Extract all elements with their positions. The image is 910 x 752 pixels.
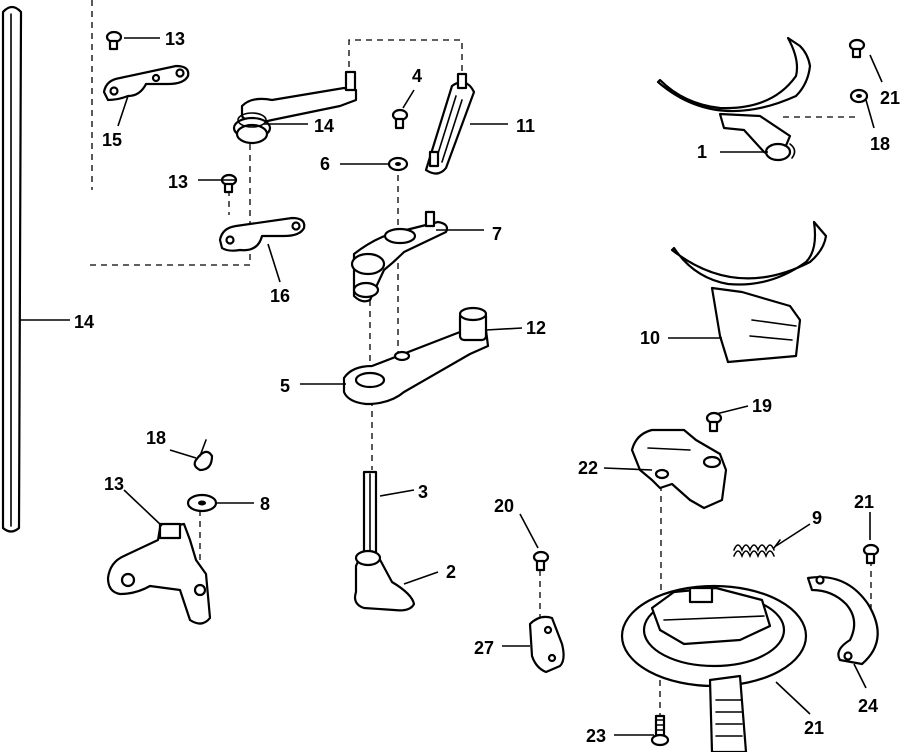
part-3-shaft (362, 470, 378, 574)
callout-16: 14 (314, 116, 334, 136)
callout-2: 2 (446, 562, 456, 582)
part-21-screw-top (705, 411, 723, 433)
part-22-ring-plate (620, 584, 808, 752)
callout-6: 6 (320, 154, 330, 174)
callout-27: 27 (474, 638, 494, 658)
callout-21: 19 (752, 396, 772, 416)
callout-13: 13 (168, 172, 188, 192)
part-21-screw-mid (532, 550, 550, 572)
part-20-washer (849, 88, 869, 104)
callout-7: 7 (492, 224, 502, 244)
part-2-handle (353, 549, 416, 612)
part-11-link (424, 72, 476, 175)
callout-11: 11 (516, 116, 535, 136)
part-26-arc-segment (806, 575, 879, 666)
callout-23: 21 (880, 88, 900, 108)
part-10-arc-bracket (670, 220, 828, 364)
callout-4: 4 (412, 66, 422, 86)
part-25-screw (650, 714, 670, 747)
callout-14: 13 (104, 474, 124, 494)
callout-5: 5 (280, 376, 290, 396)
callout-12: 12 (526, 318, 546, 338)
part-18-clamp-bottom (218, 216, 306, 252)
part-19-clip (193, 439, 214, 472)
callout-25: 23 (586, 726, 606, 746)
part-23-screw (848, 38, 866, 59)
callout-19: 18 (146, 428, 166, 448)
callout-13: 13 (165, 29, 185, 49)
part-13-screw-top (105, 30, 123, 51)
part-4-screw (391, 108, 409, 130)
part-18-clamp-top (102, 64, 190, 102)
callout-18: 15 (102, 130, 122, 150)
callout-22: 21 (804, 718, 824, 738)
part-16-crank-arm (232, 70, 358, 145)
callout-3: 3 (418, 482, 428, 502)
callout-20: 18 (870, 134, 890, 154)
callout-26: 24 (858, 696, 878, 716)
callout-15: 14 (74, 312, 94, 332)
assembly-guide-lines (90, 0, 872, 720)
part-24-block (630, 428, 728, 510)
part-9-spring (733, 539, 781, 559)
part-13-screw-mid (220, 173, 238, 194)
callout-18: 16 (270, 286, 290, 306)
leader-lines (20, 37, 883, 736)
callout-24: 22 (578, 458, 598, 478)
callout-labels: 13 15 13 16 14 4 6 11 7 12 5 3 2 14 18 8… (74, 29, 900, 746)
callout-21: 20 (494, 496, 514, 516)
part-5-12-crank-arm (342, 306, 490, 406)
part-15-rod (1, 5, 23, 533)
callout-10: 10 (640, 328, 660, 348)
callout-8: 8 (260, 494, 270, 514)
part-14-bracket (106, 522, 212, 625)
part-8-washer (186, 493, 218, 513)
part-21-screw-right (862, 543, 880, 565)
part-1-arc-plate (656, 36, 812, 162)
callout-9: 9 (812, 508, 822, 528)
part-27-bracket (528, 615, 565, 674)
part-6-washer (387, 156, 409, 172)
part-7-lever (350, 210, 449, 303)
callout-21: 21 (854, 492, 874, 512)
callout-1: 1 (697, 142, 707, 162)
